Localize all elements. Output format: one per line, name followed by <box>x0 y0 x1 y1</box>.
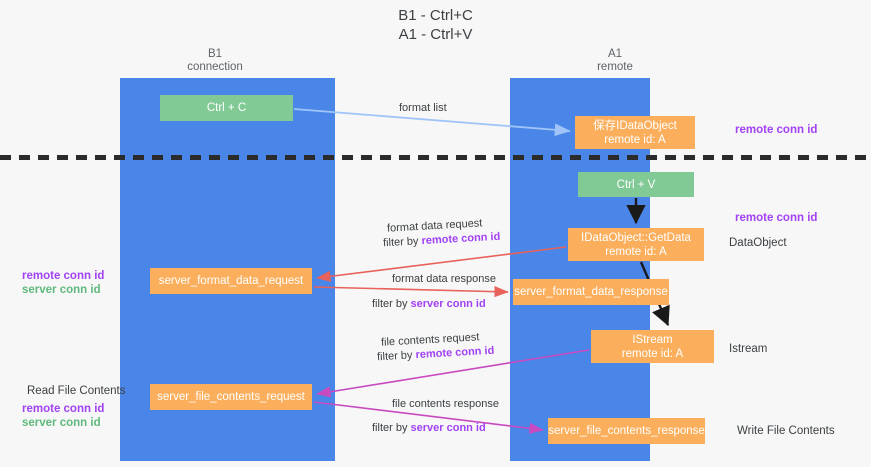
node-ctrl-c[interactable]: Ctrl + C <box>160 95 293 121</box>
label-write-file-contents: Write File Contents <box>737 425 835 437</box>
filter-key: remote conn id <box>415 344 495 362</box>
filter-prefix: filter by <box>372 298 411 310</box>
edge-label-file-contents-response-filter: filter by server conn id <box>372 421 486 435</box>
edge-format-data-response <box>313 286 509 298</box>
key-server-conn-id-left-lower: server conn id <box>22 417 101 429</box>
filter-key: remote conn id <box>421 230 501 248</box>
filter-key: server conn id <box>410 422 486 434</box>
edge-label-format-list: format list <box>399 102 447 114</box>
key-remote-conn-id-left-upper: remote conn id <box>22 270 105 282</box>
key-remote-conn-id-left-lower: remote conn id <box>22 403 105 415</box>
node-idataobject[interactable]: 保存IDataObject remote id: A <box>575 116 695 149</box>
column-header-a1: A1 remote <box>597 48 633 73</box>
node-server-format-data-response[interactable]: server_format_data_response <box>513 279 669 305</box>
label-dataobject: DataObject <box>729 237 787 249</box>
node-server-file-contents-request[interactable]: server_file_contents_request <box>150 384 312 410</box>
filter-prefix: filter by <box>382 235 422 250</box>
node-server-file-contents-response[interactable]: server_file_contents_response <box>548 418 705 444</box>
node-server-format-data-request[interactable]: server_format_data_request <box>150 268 312 294</box>
label-istream: Istream <box>729 343 768 355</box>
key-server-conn-id-left-upper: server conn id <box>22 284 101 296</box>
key-remote-conn-id-top: remote conn id <box>735 124 818 136</box>
node-ctrl-v[interactable]: Ctrl + V <box>578 172 694 197</box>
filter-prefix: filter by <box>376 349 416 364</box>
phase-divider <box>0 155 871 160</box>
node-istream[interactable]: IStream remote id: A <box>591 330 714 363</box>
filter-key: server conn id <box>410 298 486 310</box>
column-header-b1: B1 connection <box>187 48 243 73</box>
key-remote-conn-id-middle: remote conn id <box>735 212 818 224</box>
edge-label-file-contents-response: file contents response <box>392 398 500 410</box>
edge-label-format-data-response-filter: filter by server conn id <box>372 297 486 311</box>
filter-prefix: filter by <box>372 422 411 434</box>
node-idataobject-getdata[interactable]: IDataObject::GetData remote id: A <box>568 228 704 261</box>
label-read-file-contents: Read File Contents <box>27 385 126 397</box>
diagram-title: B1 - Ctrl+C A1 - Ctrl+V <box>398 7 473 43</box>
edge-label-format-data-response: format data response <box>392 273 496 285</box>
